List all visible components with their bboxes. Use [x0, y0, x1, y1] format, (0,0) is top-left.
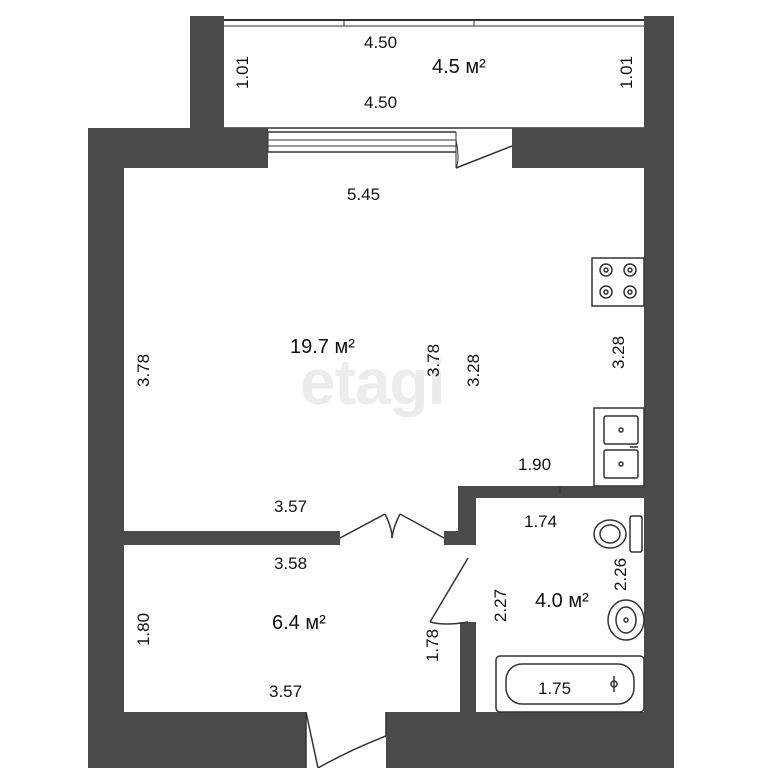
bathroom-wall-left-bottom: [460, 622, 476, 712]
main-area: 19.7 м²: [290, 336, 355, 358]
bathtub-length: 1.75: [538, 679, 572, 698]
balcony-area: 4.5 м²: [432, 56, 486, 78]
bedroom-height-left: 1.80: [134, 612, 154, 647]
bathroom-area: 4.0 м²: [535, 590, 589, 612]
main-height-mid2: 3.28: [464, 353, 484, 388]
bathroom-height-right: 2.26: [611, 557, 631, 592]
bottom-wall-right: [386, 712, 674, 768]
bathroom-wall-left-top: [458, 486, 476, 545]
balcony-window: [267, 131, 513, 169]
walls: [88, 128, 674, 768]
main-width-bottom: 3.57: [274, 497, 308, 516]
bathroom-width-top: 1.74: [524, 512, 558, 531]
balcony-width-top: 4.50: [364, 33, 398, 52]
sink-icon: [593, 407, 645, 487]
balcony-width-bottom: 4.50: [364, 93, 398, 112]
bedroom-width-top: 3.58: [274, 554, 308, 573]
left-wall: [88, 128, 124, 768]
bedroom-area: 6.4 м²: [272, 612, 326, 634]
balcony-door-leaf: [455, 145, 513, 169]
kitchen-length: 1.90: [518, 455, 552, 474]
hall-double-door: [339, 513, 445, 539]
bedroom-partition: [124, 531, 340, 545]
bedroom-height-right: 1.78: [423, 628, 443, 663]
main-height-right: 3.28: [609, 335, 629, 370]
balcony-right-wall: [644, 16, 674, 132]
bathtub-icon: [495, 655, 645, 713]
main-height-left: 3.78: [134, 353, 154, 388]
stove-icon: [591, 257, 645, 307]
main-width-top: 5.45: [347, 185, 381, 204]
bedroom-width-bottom: 3.57: [269, 682, 303, 701]
right-wall: [644, 128, 674, 768]
washbasin-icon: [607, 599, 645, 641]
toilet-icon: [593, 515, 643, 553]
balcony-depth-right: 1.01: [617, 55, 637, 90]
bathroom-door: [429, 557, 469, 625]
bathroom-wall-top: [458, 486, 644, 498]
bathroom-height-left: 2.27: [491, 588, 511, 623]
balcony-left-wall: [190, 16, 224, 132]
balcony-depth-left: 1.01: [233, 55, 253, 90]
entrance-door: [305, 711, 387, 768]
bottom-wall-left: [88, 712, 306, 768]
main-height-mid: 3.78: [424, 343, 444, 378]
balcony: [190, 16, 674, 132]
